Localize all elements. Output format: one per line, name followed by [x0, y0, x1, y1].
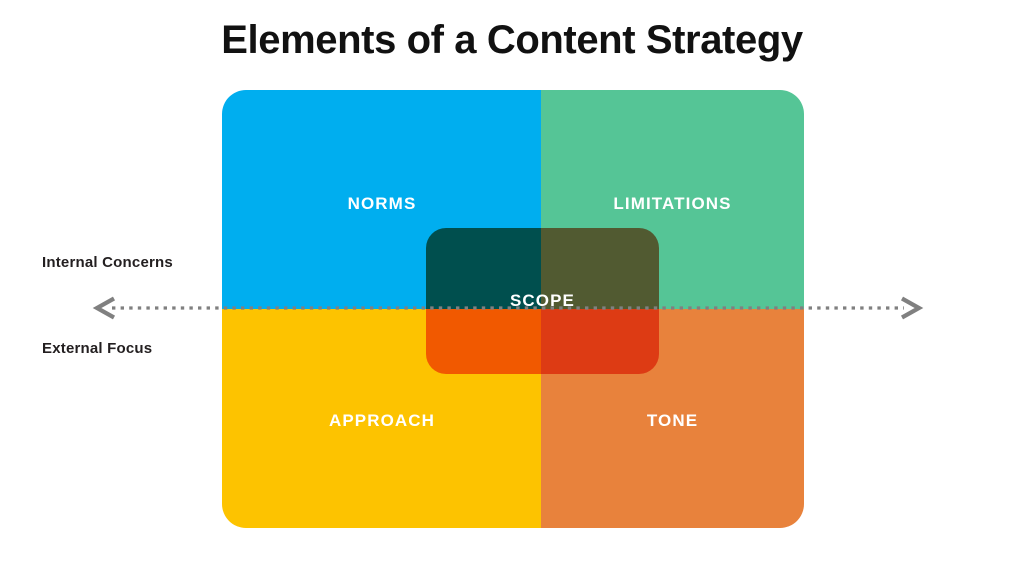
- quadrant-tone-label: TONE: [646, 411, 699, 430]
- page-title: Elements of a Content Strategy: [221, 18, 803, 62]
- axis-label-external-focus: External Focus: [42, 340, 153, 357]
- quadrant-limitations-label: LIMITATIONS: [613, 194, 732, 213]
- center-overlap-scope[interactable]: [426, 228, 659, 374]
- axis-arrow: [92, 296, 924, 320]
- center-overlap-label: SCOPE: [509, 291, 576, 310]
- quadrant-approach-label: APPROACH: [328, 411, 436, 430]
- arrow-right-icon: [900, 296, 924, 320]
- axis-label-internal-concerns: Internal Concerns: [42, 254, 173, 271]
- arrow-left-icon: [92, 296, 116, 320]
- quadrant-norms-label: NORMS: [347, 194, 417, 213]
- quadrant-tone[interactable]: TONE: [541, 309, 804, 528]
